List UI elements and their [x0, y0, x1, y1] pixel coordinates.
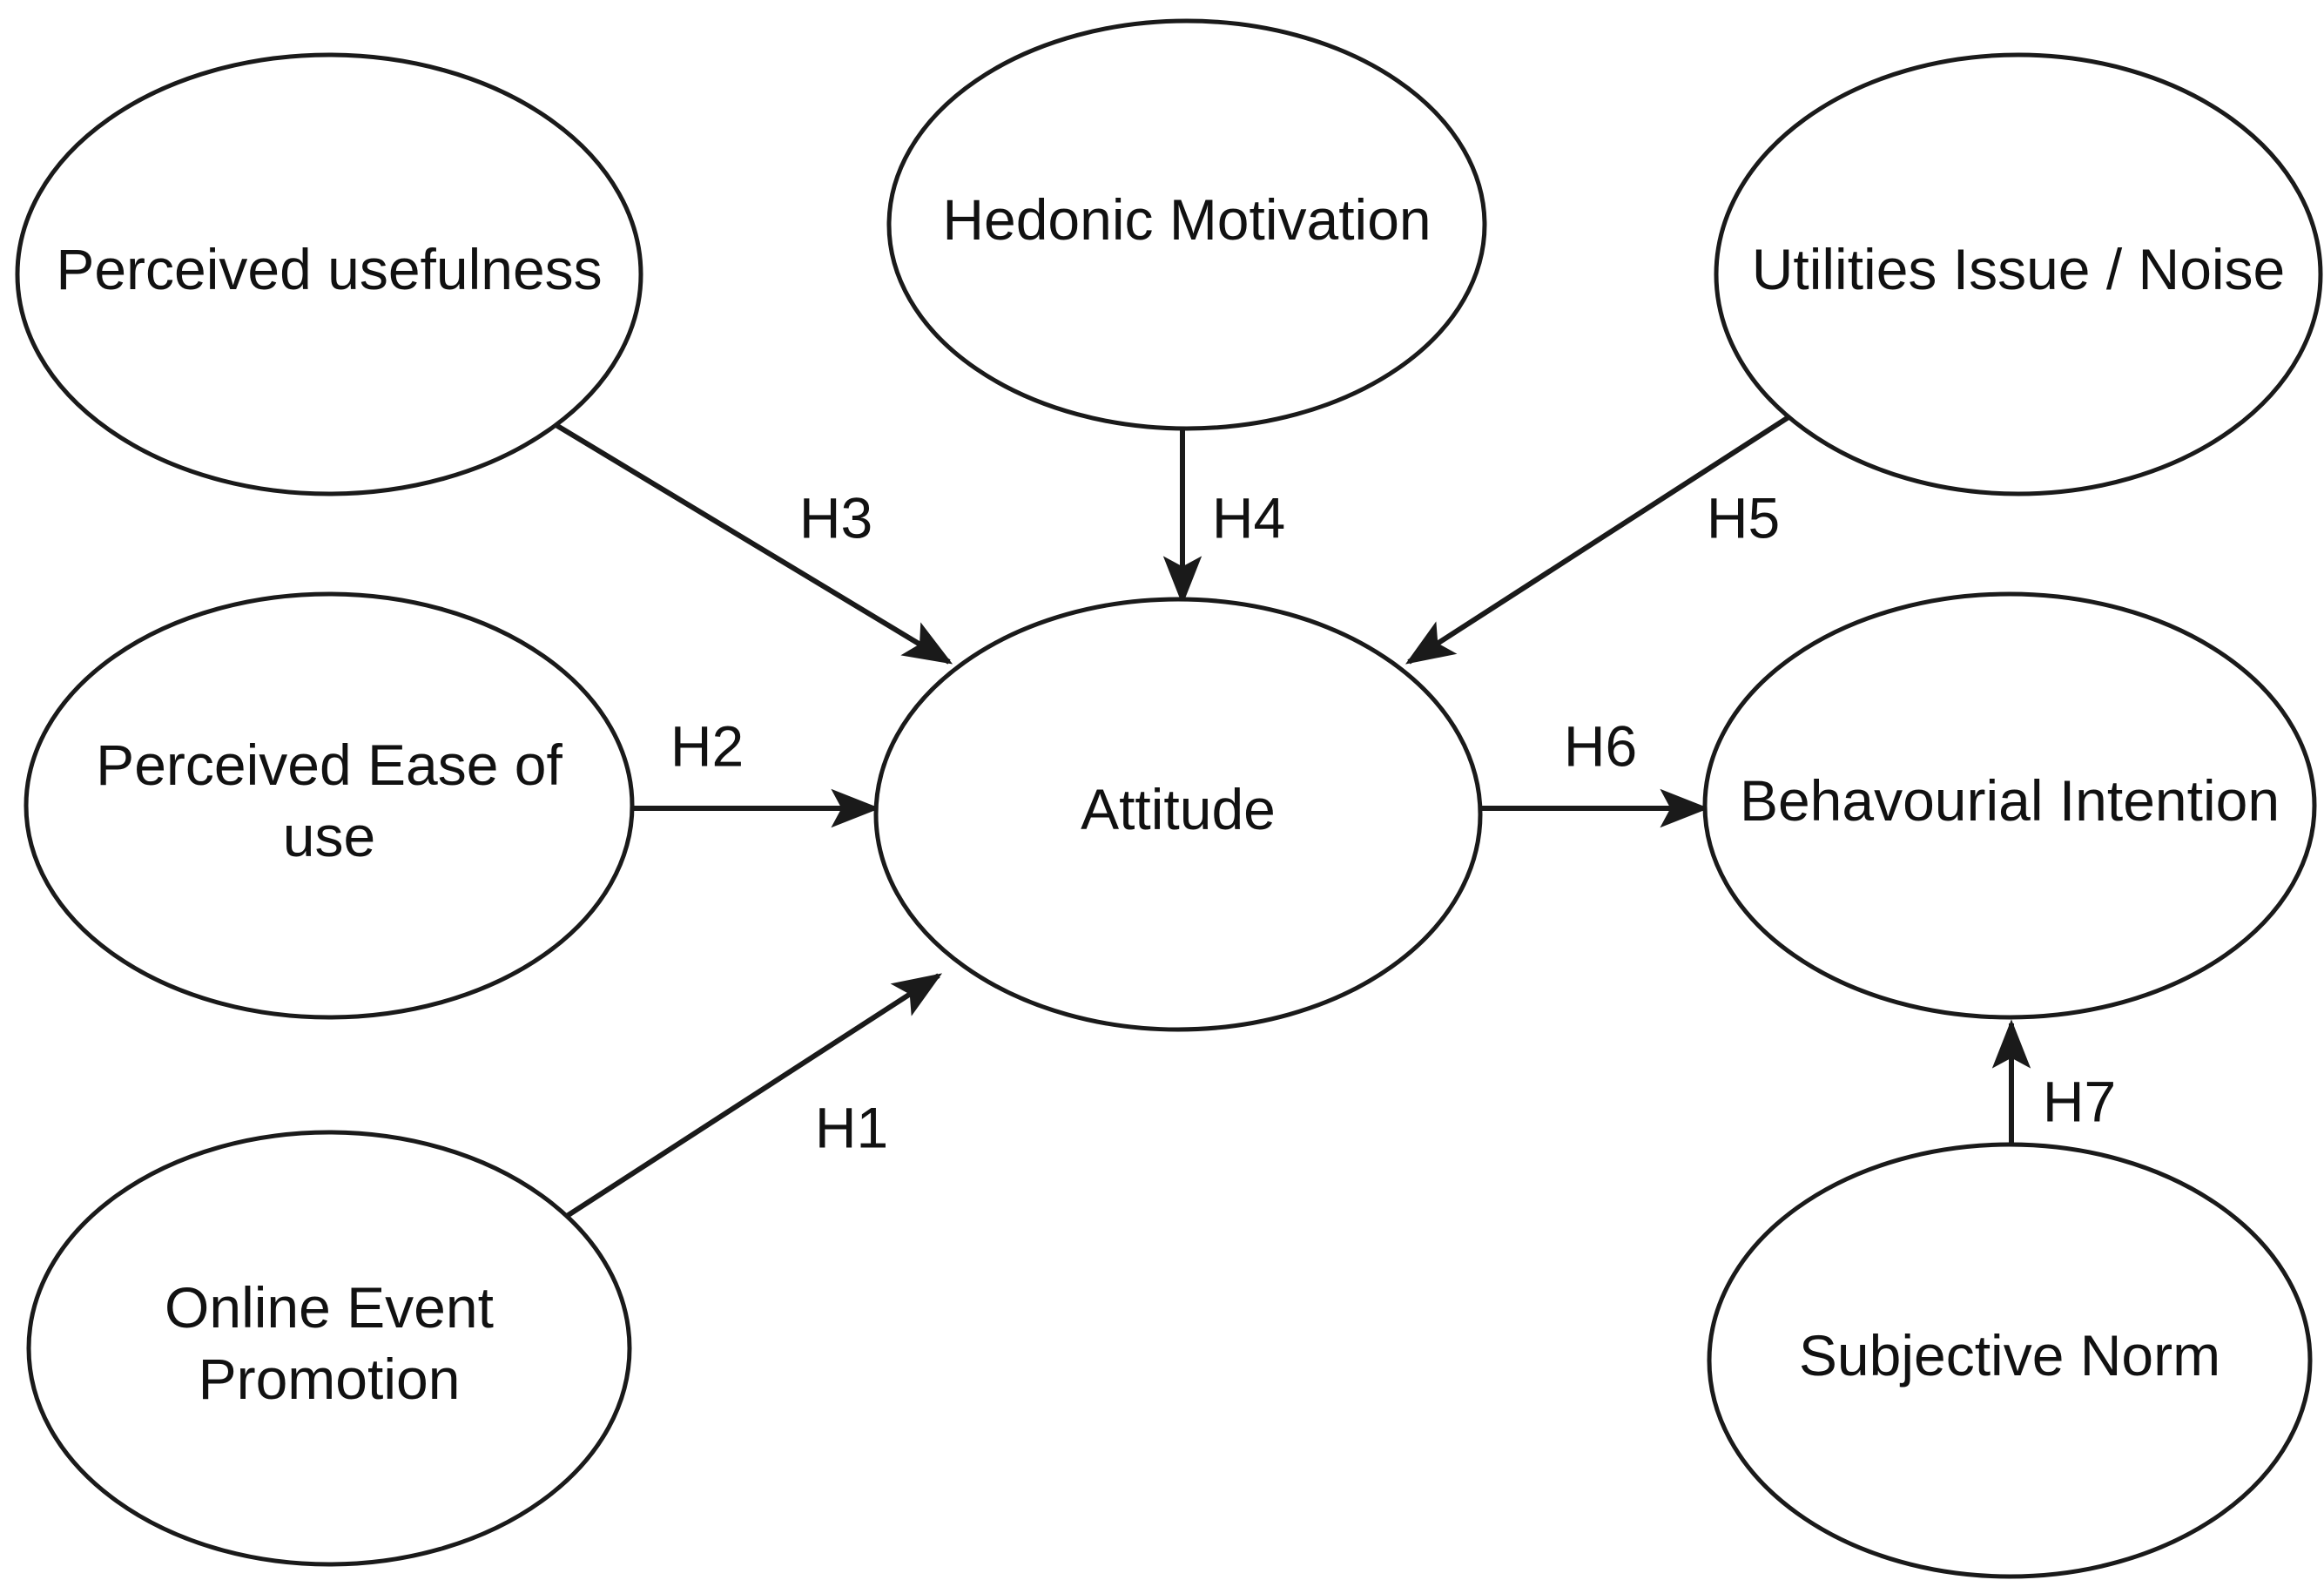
node-hedonic-motivation-label: Hedonic Motivation — [942, 187, 1431, 252]
edge-h4-label: H4 — [1212, 485, 1285, 550]
edge-h3-label: H3 — [799, 485, 872, 550]
node-attitude-label: Attitude — [1081, 777, 1276, 841]
edge-h7: H7 — [1991, 1019, 2116, 1158]
edge-h1-label: H1 — [815, 1095, 888, 1159]
nodes-layer: Perceived usefulness Hedonic Motivation … — [15, 18, 2323, 1579]
node-attitude-ellipse[interactable] — [873, 597, 1483, 1032]
edge-h3: H3 — [540, 414, 953, 665]
node-perceived-usefulness-label: Perceived usefulness — [56, 237, 602, 301]
node-subjective-norm[interactable]: Subjective Norm — [1707, 1142, 2313, 1579]
edge-h1-line — [562, 973, 943, 1220]
edge-h1: H1 — [562, 973, 943, 1220]
edge-h5-label: H5 — [1707, 485, 1780, 550]
node-perceived-ease-of-use-ellipse[interactable] — [24, 591, 635, 1020]
node-hedonic-motivation-ellipse[interactable] — [886, 18, 1487, 431]
edge-h6: H6 — [1480, 713, 1709, 828]
node-subjective-norm-ellipse[interactable] — [1707, 1142, 2313, 1579]
edge-h7-label: H7 — [2043, 1069, 2116, 1133]
node-subjective-norm-label: Subjective Norm — [1799, 1323, 2220, 1388]
node-online-event-promotion-ellipse[interactable] — [26, 1130, 632, 1567]
node-utilities-issue-noise-label: Utilities Issue / Noise — [1752, 237, 2286, 301]
node-behavourial-intention[interactable]: Behavourial Intention — [1702, 591, 2317, 1020]
edge-h3-line — [540, 414, 953, 665]
node-behavourial-intention-ellipse[interactable] — [1702, 591, 2317, 1020]
node-perceived-usefulness[interactable]: Perceived usefulness — [15, 52, 643, 496]
edge-h2-label: H2 — [670, 713, 744, 778]
edge-h4: H4 — [1162, 425, 1285, 605]
node-utilities-issue-noise-ellipse[interactable] — [1714, 52, 2323, 496]
node-hedonic-motivation[interactable]: Hedonic Motivation — [886, 18, 1487, 431]
edge-h6-label: H6 — [1564, 713, 1637, 778]
node-perceived-usefulness-ellipse[interactable] — [15, 52, 643, 496]
node-behavourial-intention-label: Behavourial Intention — [1740, 768, 2280, 833]
edge-h2: H2 — [634, 713, 880, 828]
edge-h5: H5 — [1405, 407, 1802, 665]
node-utilities-issue-noise[interactable]: Utilities Issue / Noise — [1714, 52, 2323, 496]
edge-h5-line — [1405, 407, 1802, 665]
edges-layer: H1 H2 H3 H4 H5 H6 — [540, 407, 2116, 1220]
node-attitude[interactable]: Attitude — [873, 597, 1483, 1032]
